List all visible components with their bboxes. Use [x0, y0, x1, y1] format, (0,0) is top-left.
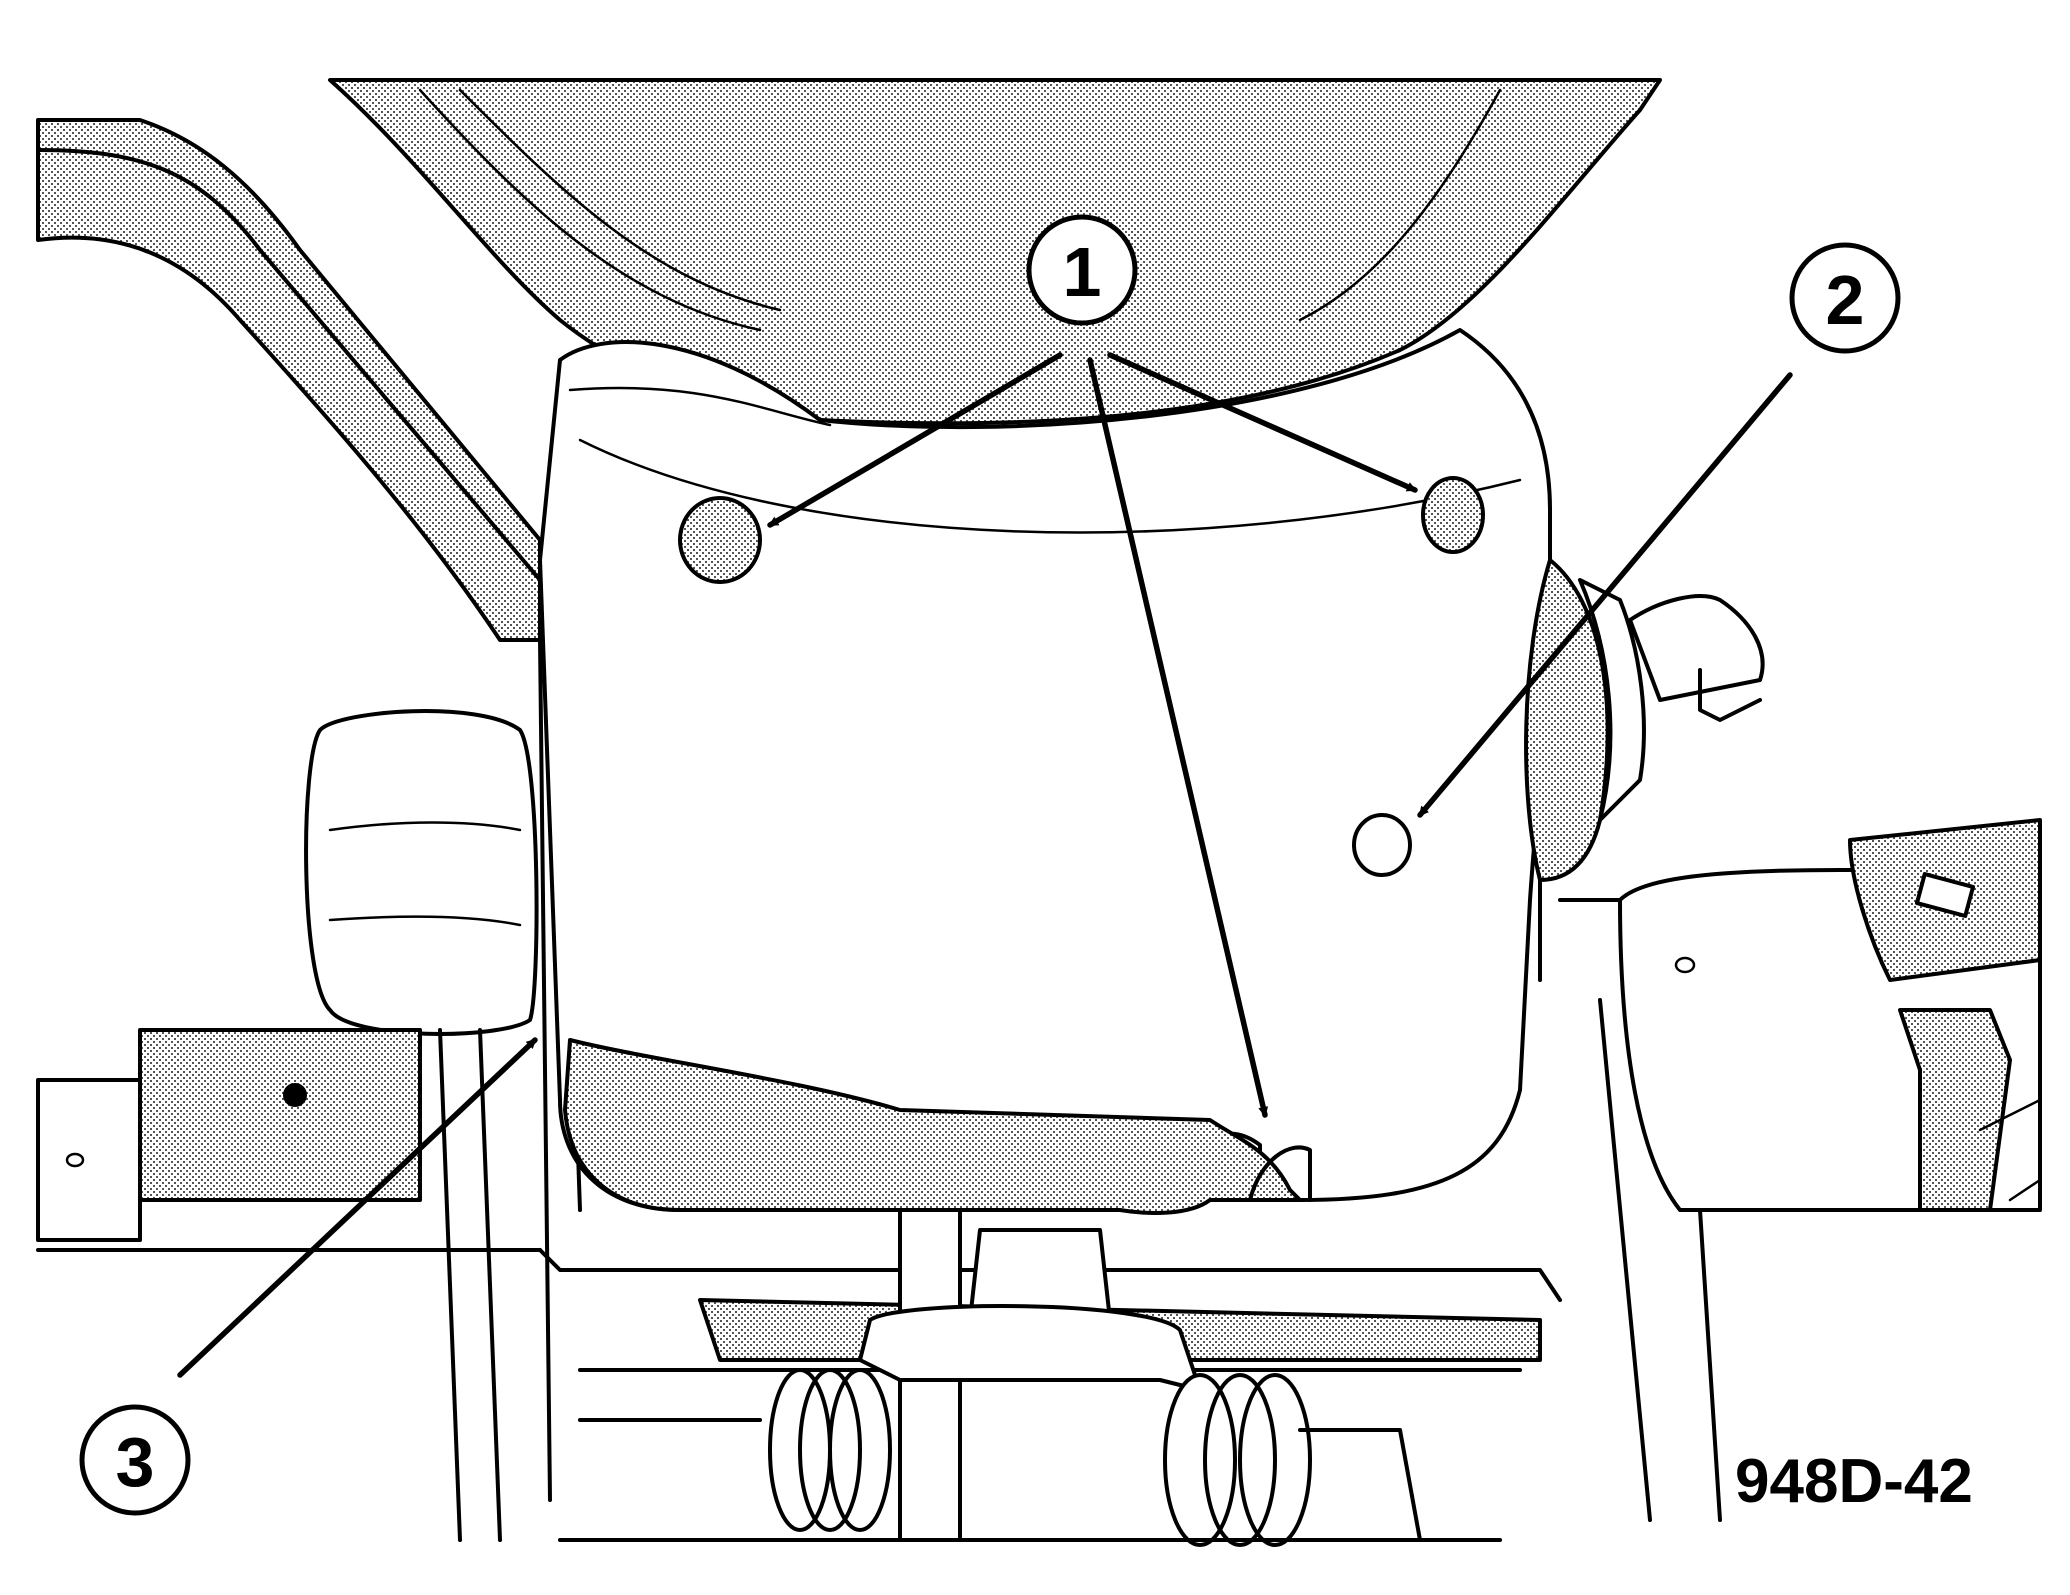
leader-1-to-upper-right [1107, 352, 1418, 493]
left-trim-panel [36, 118, 542, 642]
leader-2-to-side-hole [1417, 372, 1793, 818]
screw-hole-upper-right [1421, 476, 1485, 554]
callout-1-label: 1 [1063, 233, 1102, 311]
callout-2-label: 2 [1826, 261, 1865, 339]
lower-column-mechanism [538, 1208, 1562, 1547]
screw-hole-upper-left [678, 496, 762, 584]
right-lever-shroud [1524, 558, 1765, 882]
callout-3: 3 [79, 1404, 191, 1516]
leader-3-to-shroud [177, 1037, 538, 1378]
left-dash-section [36, 1028, 542, 1252]
right-dash-section [1538, 818, 2042, 1522]
screw-holes [678, 476, 1485, 877]
leader-lines [177, 352, 1793, 1378]
steering-wheel [328, 78, 1662, 426]
callout-2: 2 [1789, 242, 1901, 354]
column-shroud [538, 328, 1555, 1215]
left-side-object [304, 709, 539, 1036]
callout-1: 1 [1026, 214, 1138, 326]
leader-1-to-notch [1087, 357, 1269, 1118]
figure-code: 948D-42 [1735, 1447, 1973, 1516]
leader-1-to-upper-left [767, 352, 1063, 528]
screw-hole-right-side [1352, 813, 1412, 877]
callout-3-label: 3 [116, 1423, 155, 1501]
